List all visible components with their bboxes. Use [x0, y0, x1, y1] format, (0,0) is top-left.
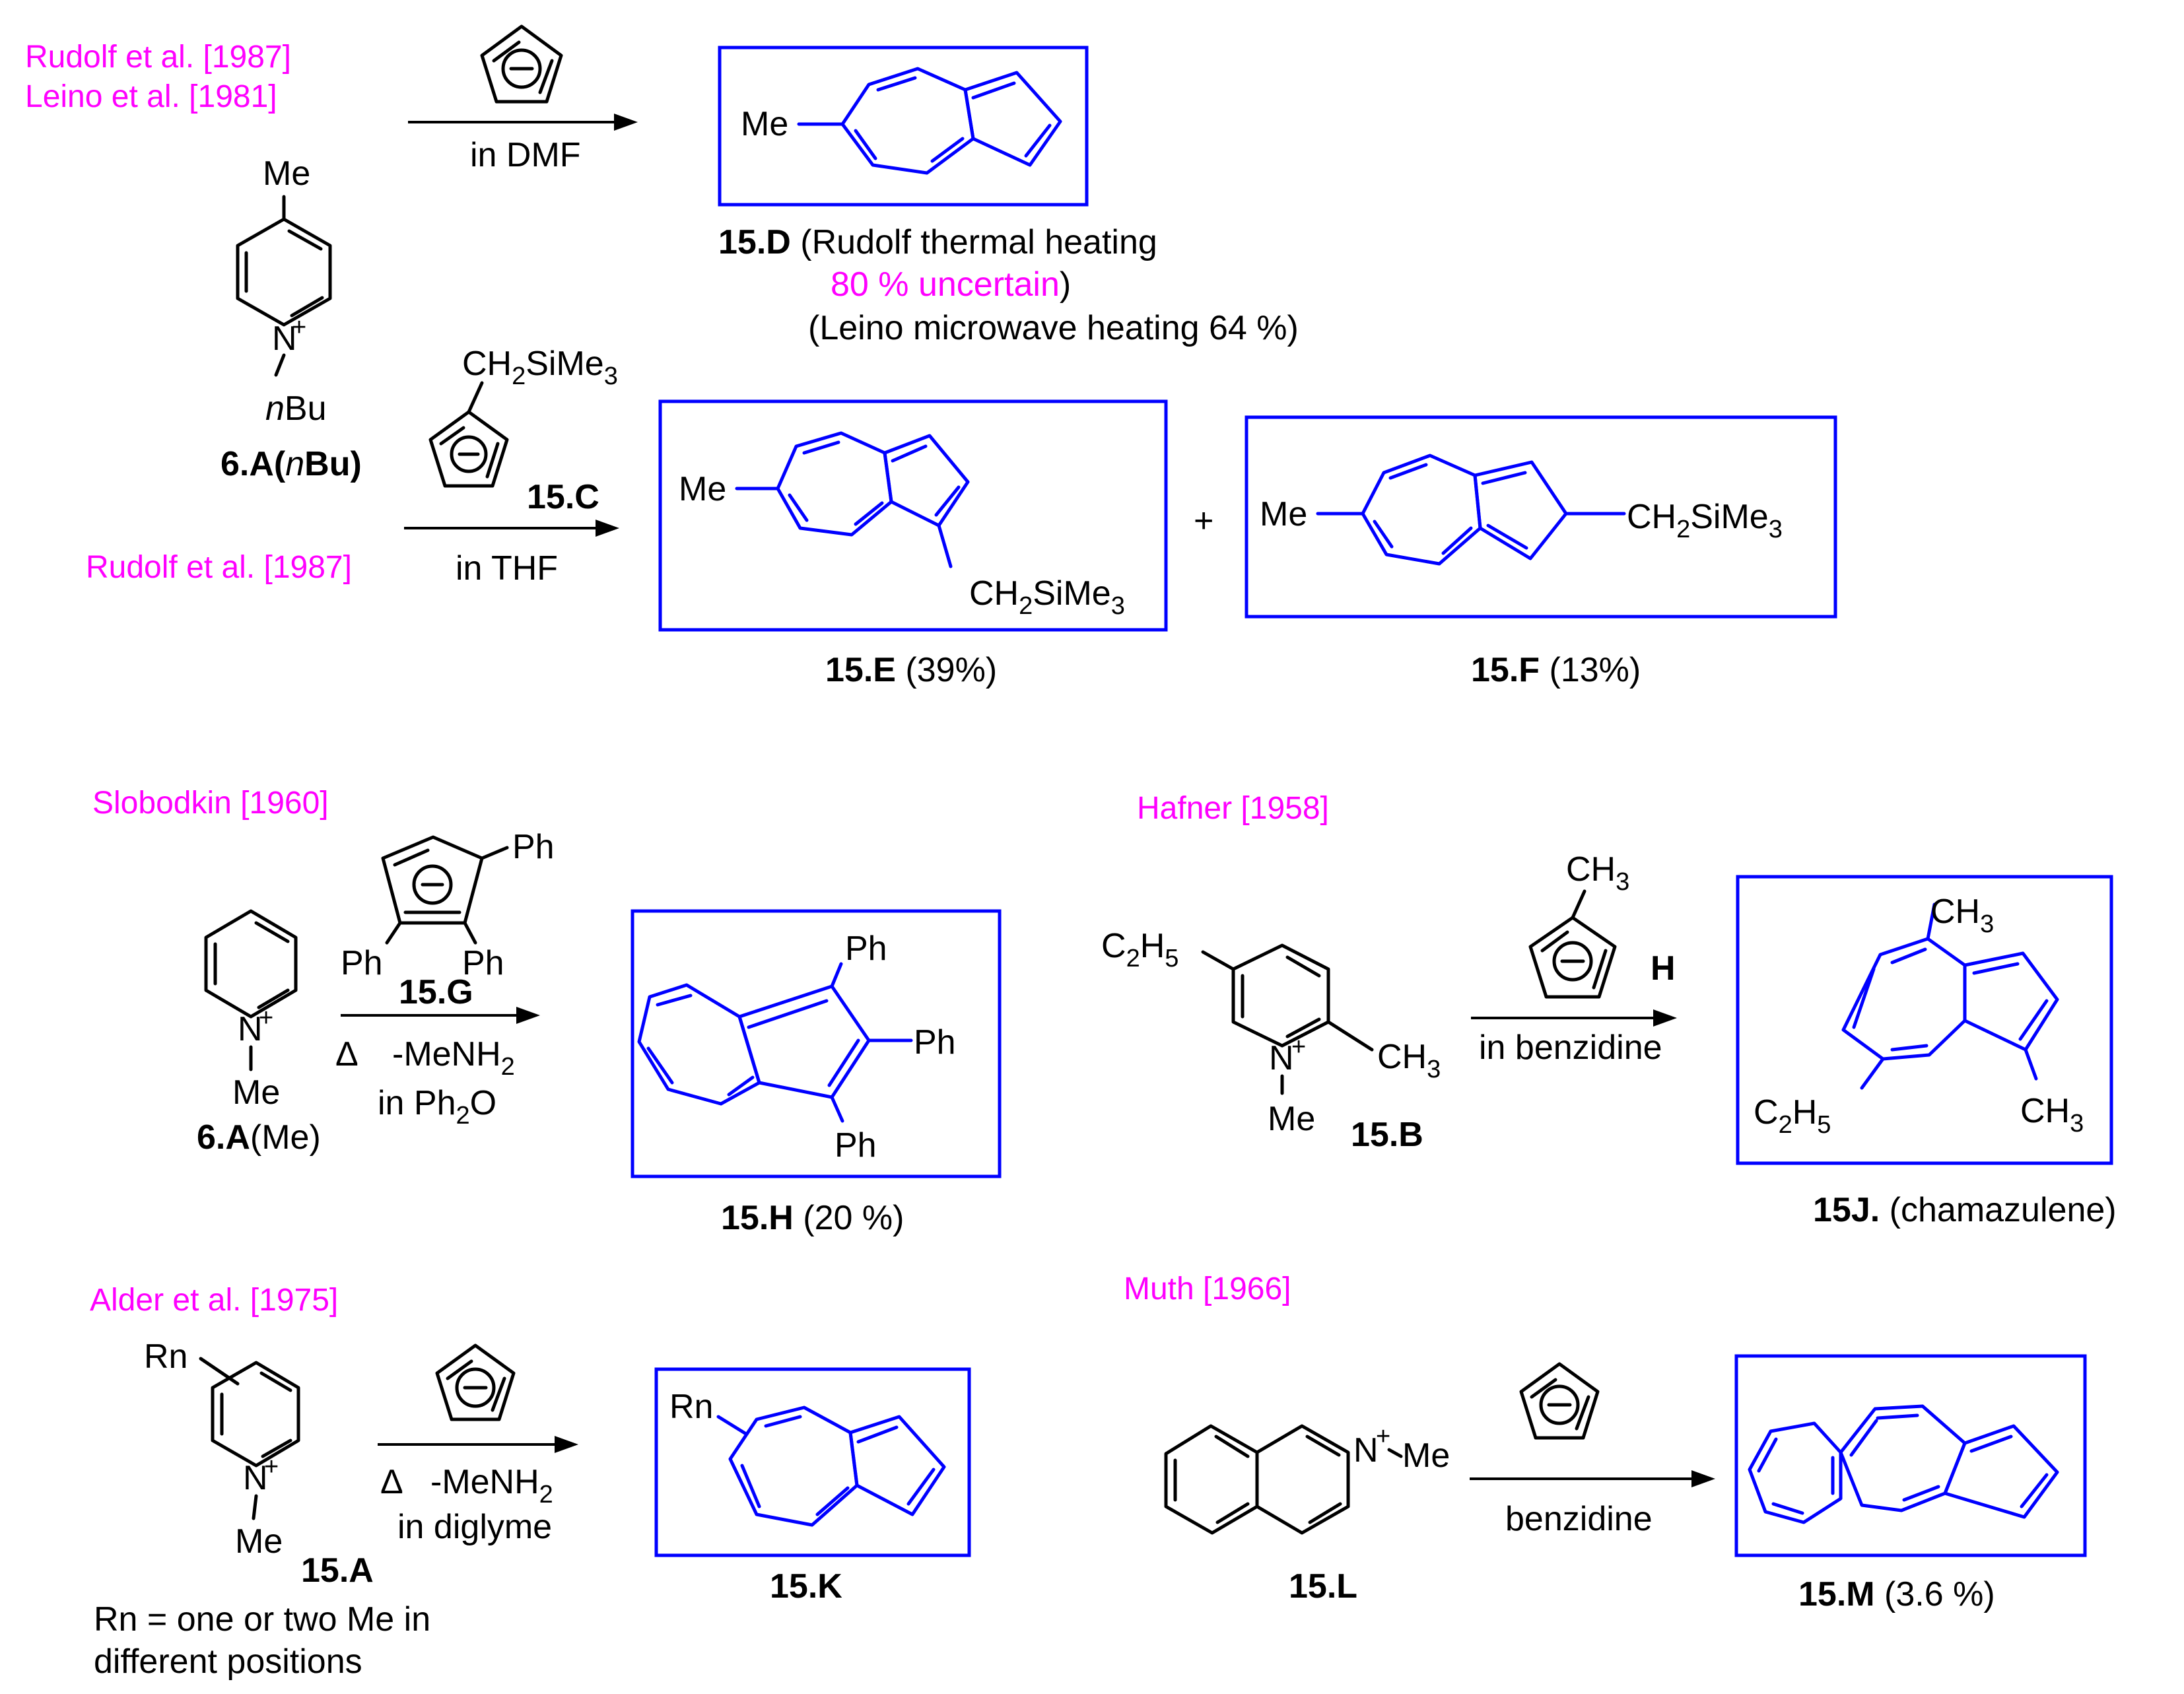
azulene-15D: Me [741, 67, 1062, 175]
cond-benzidine-2: benzidine [1505, 1500, 1653, 1538]
svg-text:N: N [1269, 1039, 1294, 1077]
svg-text:CH2SiMe3: CH2SiMe3 [969, 574, 1125, 620]
svg-text:Me: Me [235, 1522, 283, 1561]
compound-15F: 15.F (13%) [1471, 651, 1641, 689]
svg-text:Ph: Ph [512, 828, 555, 866]
svg-text:Ph: Ph [914, 1023, 956, 1062]
ref-slobodkin-1960: Slobodkin [1960] [92, 786, 329, 821]
compound-15G: 15.G [399, 973, 473, 1011]
compound-6A-Me: 6.A(Me) [197, 1118, 321, 1157]
reagent-15G: Ph Ph Ph 15.G [341, 828, 555, 1011]
cond-ph2o: in Ph2O [378, 1084, 496, 1130]
h-label: H [1651, 949, 1676, 988]
svg-text:C2H5: C2H5 [1754, 1093, 1831, 1139]
svg-text:CH3: CH3 [2020, 1092, 2084, 1137]
isoquinolinium-15L: N + Me 15.L [1164, 1423, 1450, 1606]
svg-text:CH3: CH3 [1930, 893, 1994, 938]
azulene-15H: Ph Ph Ph [637, 930, 956, 1165]
svg-text:CH2SiMe3: CH2SiMe3 [1627, 498, 1783, 543]
svg-text:Ph: Ph [462, 944, 504, 982]
plus-sign: + [1194, 502, 1213, 540]
compound-15H: 15.H (20 %) [721, 1199, 904, 1237]
cyclopentadienide-reagent-3 [435, 1343, 516, 1421]
svg-text:N: N [238, 1010, 263, 1048]
compound-15K: 15.K [770, 1567, 842, 1606]
cond-diglyme: in diglyme [397, 1508, 552, 1546]
ref-rudolf-1987: Rudolf et al. [1987] [25, 40, 291, 75]
yield-15D-rudolf: 80 % uncertain) [831, 265, 1071, 304]
svg-text:Me: Me [679, 470, 726, 508]
compound-15L: 15.L [1289, 1567, 1357, 1606]
pyridinium-15B: C2H5 N + CH3 Me 15.B [1101, 927, 1441, 1154]
svg-text:Rn: Rn [144, 1338, 188, 1376]
svg-text:+: + [1376, 1423, 1390, 1450]
svg-text:Ph: Ph [845, 930, 887, 968]
n-plus-label: N [272, 320, 297, 358]
svg-text:+: + [292, 314, 306, 341]
svg-text:Ph: Ph [835, 1126, 877, 1165]
cond-benzidine-1: in benzidine [1479, 1029, 1662, 1067]
svg-text:Rn: Rn [669, 1388, 713, 1426]
compound-15M: 15.M (3.6 %) [1798, 1575, 1995, 1613]
svg-text:Ph: Ph [341, 944, 383, 982]
azulene-15K: Rn [669, 1388, 946, 1527]
compound-15D: 15.D (Rudolf thermal heating [718, 223, 1157, 261]
product-box-15J [1736, 875, 2113, 1165]
svg-text:+: + [1291, 1033, 1306, 1061]
product-box-15M [1734, 1354, 2087, 1557]
ref-hafner-1958: Hafner [1958] [1137, 791, 1329, 826]
product-box-15E [658, 399, 1168, 632]
ref-rudolf-1987-b: Rudolf et al. [1987] [86, 550, 352, 585]
cyclopentadienide-reagent-4 [1519, 1362, 1600, 1440]
note-rn-line2: different positions [94, 1643, 362, 1681]
ref-alder-1975: Alder et al. [1975] [90, 1283, 338, 1318]
svg-text:CH3: CH3 [1377, 1038, 1441, 1083]
compound-6A-nBu: 6.A(nBu) [221, 445, 362, 483]
azulene-15J: CH3 CH3 C2H5 [1754, 893, 2084, 1139]
cond-delta-2: Δ [380, 1463, 403, 1501]
pyridinium-15A: Rn N + Me 15.A [144, 1338, 374, 1590]
svg-text:+: + [259, 1004, 273, 1032]
svg-text:C2H5: C2H5 [1101, 927, 1178, 972]
ref-muth-1966: Muth [1966] [1124, 1271, 1291, 1306]
compound-15E: 15.E (39%) [825, 651, 997, 689]
cond-thf: in THF [456, 549, 558, 588]
pyridinium-6A-Me: N + Me 6.A(Me) [197, 909, 321, 1157]
product-box-15K [654, 1367, 971, 1557]
pyridinium-6A-nBu: Me N + nBu 6.A(nBu) [221, 154, 362, 483]
cond-menh2-2: -MeNH2 [430, 1463, 553, 1508]
ref-leino-1981: Leino et al. [1981] [25, 79, 277, 114]
compound-15C: 15.C [527, 478, 599, 516]
nbu-label: nBu [265, 390, 327, 428]
azulene-15E: Me CH2SiMe3 [679, 431, 1125, 620]
benzazulene-15M [1748, 1404, 2059, 1524]
reagent-15C: CH2SiMe3 [428, 345, 618, 488]
compound-15B: 15.B [1351, 1116, 1423, 1154]
svg-text:CH2SiMe3: CH2SiMe3 [462, 345, 618, 390]
svg-text:CH3: CH3 [1566, 850, 1629, 896]
svg-text:Me: Me [1402, 1437, 1450, 1475]
svg-text:N: N [1353, 1431, 1379, 1470]
cond-menh2-1: -MeNH2 [392, 1035, 515, 1081]
product-box-15H [631, 909, 1002, 1178]
svg-text:Me: Me [741, 105, 788, 143]
svg-text:Me: Me [1260, 495, 1307, 533]
azulene-15F: Me CH2SiMe3 [1260, 454, 1783, 566]
cyclopentadienide-reagent-1 [480, 24, 563, 104]
product-box-15F [1245, 415, 1837, 619]
cond-dmf: in DMF [470, 136, 581, 174]
svg-text:Me: Me [1268, 1100, 1315, 1138]
product-box-15D [718, 46, 1089, 207]
compound-15A: 15.A [301, 1551, 374, 1590]
svg-text:N: N [243, 1459, 268, 1497]
methylcyclopentadienide: CH3 H [1528, 850, 1676, 999]
me-label: Me [263, 154, 310, 193]
yield-15D-leino: (Leino microwave heating 64 %) [808, 309, 1299, 347]
cond-delta-1: Δ [335, 1035, 358, 1073]
svg-text:Me: Me [232, 1073, 280, 1112]
svg-text:+: + [264, 1453, 279, 1481]
compound-15J: 15J. (chamazulene) [1813, 1191, 2117, 1229]
note-rn-line1: Rn = one or two Me in [94, 1600, 430, 1639]
